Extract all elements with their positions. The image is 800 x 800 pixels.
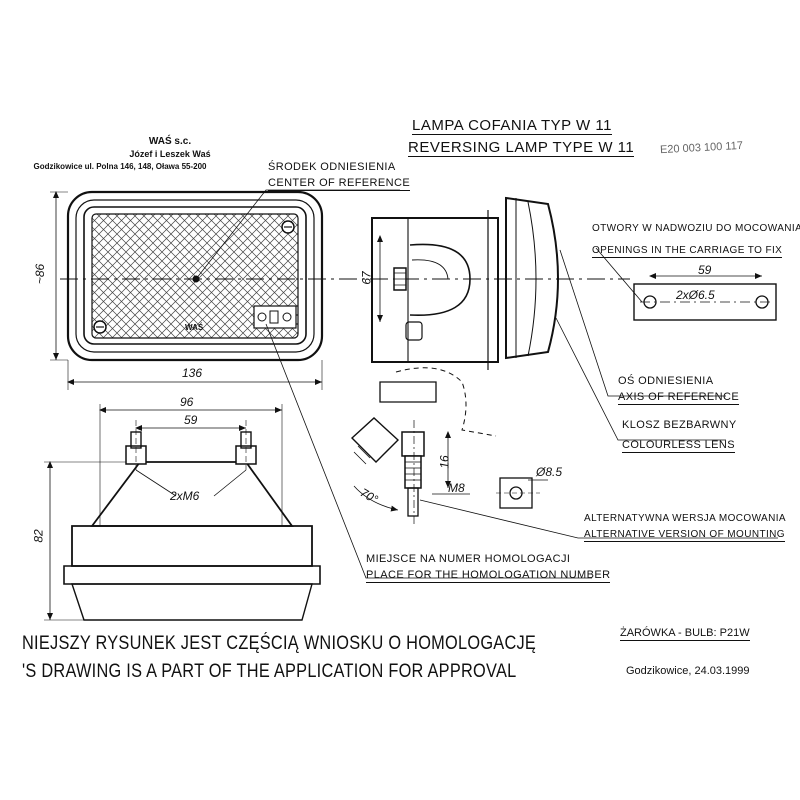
- company-owners: Józef i Leszek Waś: [129, 149, 211, 159]
- dim-bolt-spacing: 59: [184, 413, 198, 427]
- dim-top-height: 82: [31, 529, 46, 543]
- dim-top-width: 96: [180, 395, 194, 409]
- alternative-mounting: [350, 367, 778, 539]
- mounting-openings: [595, 247, 777, 321]
- top-bolt-left: [125, 445, 147, 465]
- footer-polish: NIEJSZY RYSUNEK JEST CZĘŚCIĄ WNIOSKU O H…: [22, 633, 537, 654]
- side-lens: [505, 196, 559, 360]
- title-polish: LAMPA COFANIA TYP W 11: [412, 117, 612, 135]
- openings-label-en: OPENINGS IN THE CARRIAGE TO FIX: [592, 245, 783, 258]
- lens-frame: [83, 206, 307, 345]
- homologation-label-en: PLACE FOR THE HOMOLOGATION NUMBER: [366, 569, 611, 583]
- top-view: [44, 404, 321, 621]
- homologation-label-pl: MIEJSCE NA NUMER HOMOLOGACJI: [366, 553, 571, 565]
- alt-stud: [404, 455, 422, 489]
- homologation-plate: [253, 305, 297, 329]
- footer-english: 'S DRAWING IS A PART OF THE APPLICATION …: [22, 661, 517, 682]
- dim-alt-thread: M8: [448, 481, 465, 495]
- dim-bolts: 2xM6: [170, 489, 200, 503]
- place-date: Godzikowice, 24.03.1999: [626, 665, 750, 677]
- axis-label-en: AXIS OF REFERENCE: [618, 391, 740, 405]
- title-english: REVERSING LAMP TYPE W 11: [408, 139, 635, 157]
- dim-alt-hole: Ø8.5: [536, 465, 563, 479]
- front-housing-inner: [75, 199, 315, 353]
- alt-mounting-label-en: ALTERNATIVE VERSION OF MOUNTING: [584, 529, 785, 542]
- front-housing-outer: [66, 190, 324, 362]
- dim-hole-spacing: 59: [698, 263, 712, 277]
- dim-front-height: ~86: [33, 263, 48, 285]
- axis-label-pl: OŚ ODNIESIENIA: [618, 375, 714, 387]
- dim-side-height: 67: [359, 271, 374, 285]
- front-view: [50, 189, 630, 579]
- dim-holes: 2xØ6.5: [676, 288, 715, 302]
- center-label-pl: ŚRODEK ODNIESIENIA: [268, 161, 396, 173]
- side-view: [371, 196, 726, 441]
- dim-front-width: 136: [182, 366, 203, 380]
- company-address: Godzikowice ul. Polna 146, 148, Oława 55…: [33, 162, 207, 171]
- company-name: WAŚ s.c.: [148, 136, 192, 147]
- lens-label-pl: KLOSZ BEZBARWNY: [622, 419, 737, 431]
- lamp-mark: WAŚ: [185, 323, 204, 332]
- alt-mounting-label-pl: ALTERNATYWNA WERSJA MOCOWANIA: [584, 513, 786, 524]
- bulb-spec: ŻARÓWKA - BULB: P21W: [620, 627, 750, 641]
- top-bolt-right: [235, 445, 257, 465]
- lens-label-en: COLOURLESS LENS: [622, 439, 735, 453]
- side-reflector: [409, 243, 471, 316]
- side-housing: [371, 217, 499, 363]
- openings-label-pl: OTWORY W NADWOZIU DO MOCOWANIA: [592, 223, 800, 234]
- center-label-en: CENTER OF REFERENCE: [268, 177, 411, 191]
- dim-alt-length: 16: [437, 455, 452, 469]
